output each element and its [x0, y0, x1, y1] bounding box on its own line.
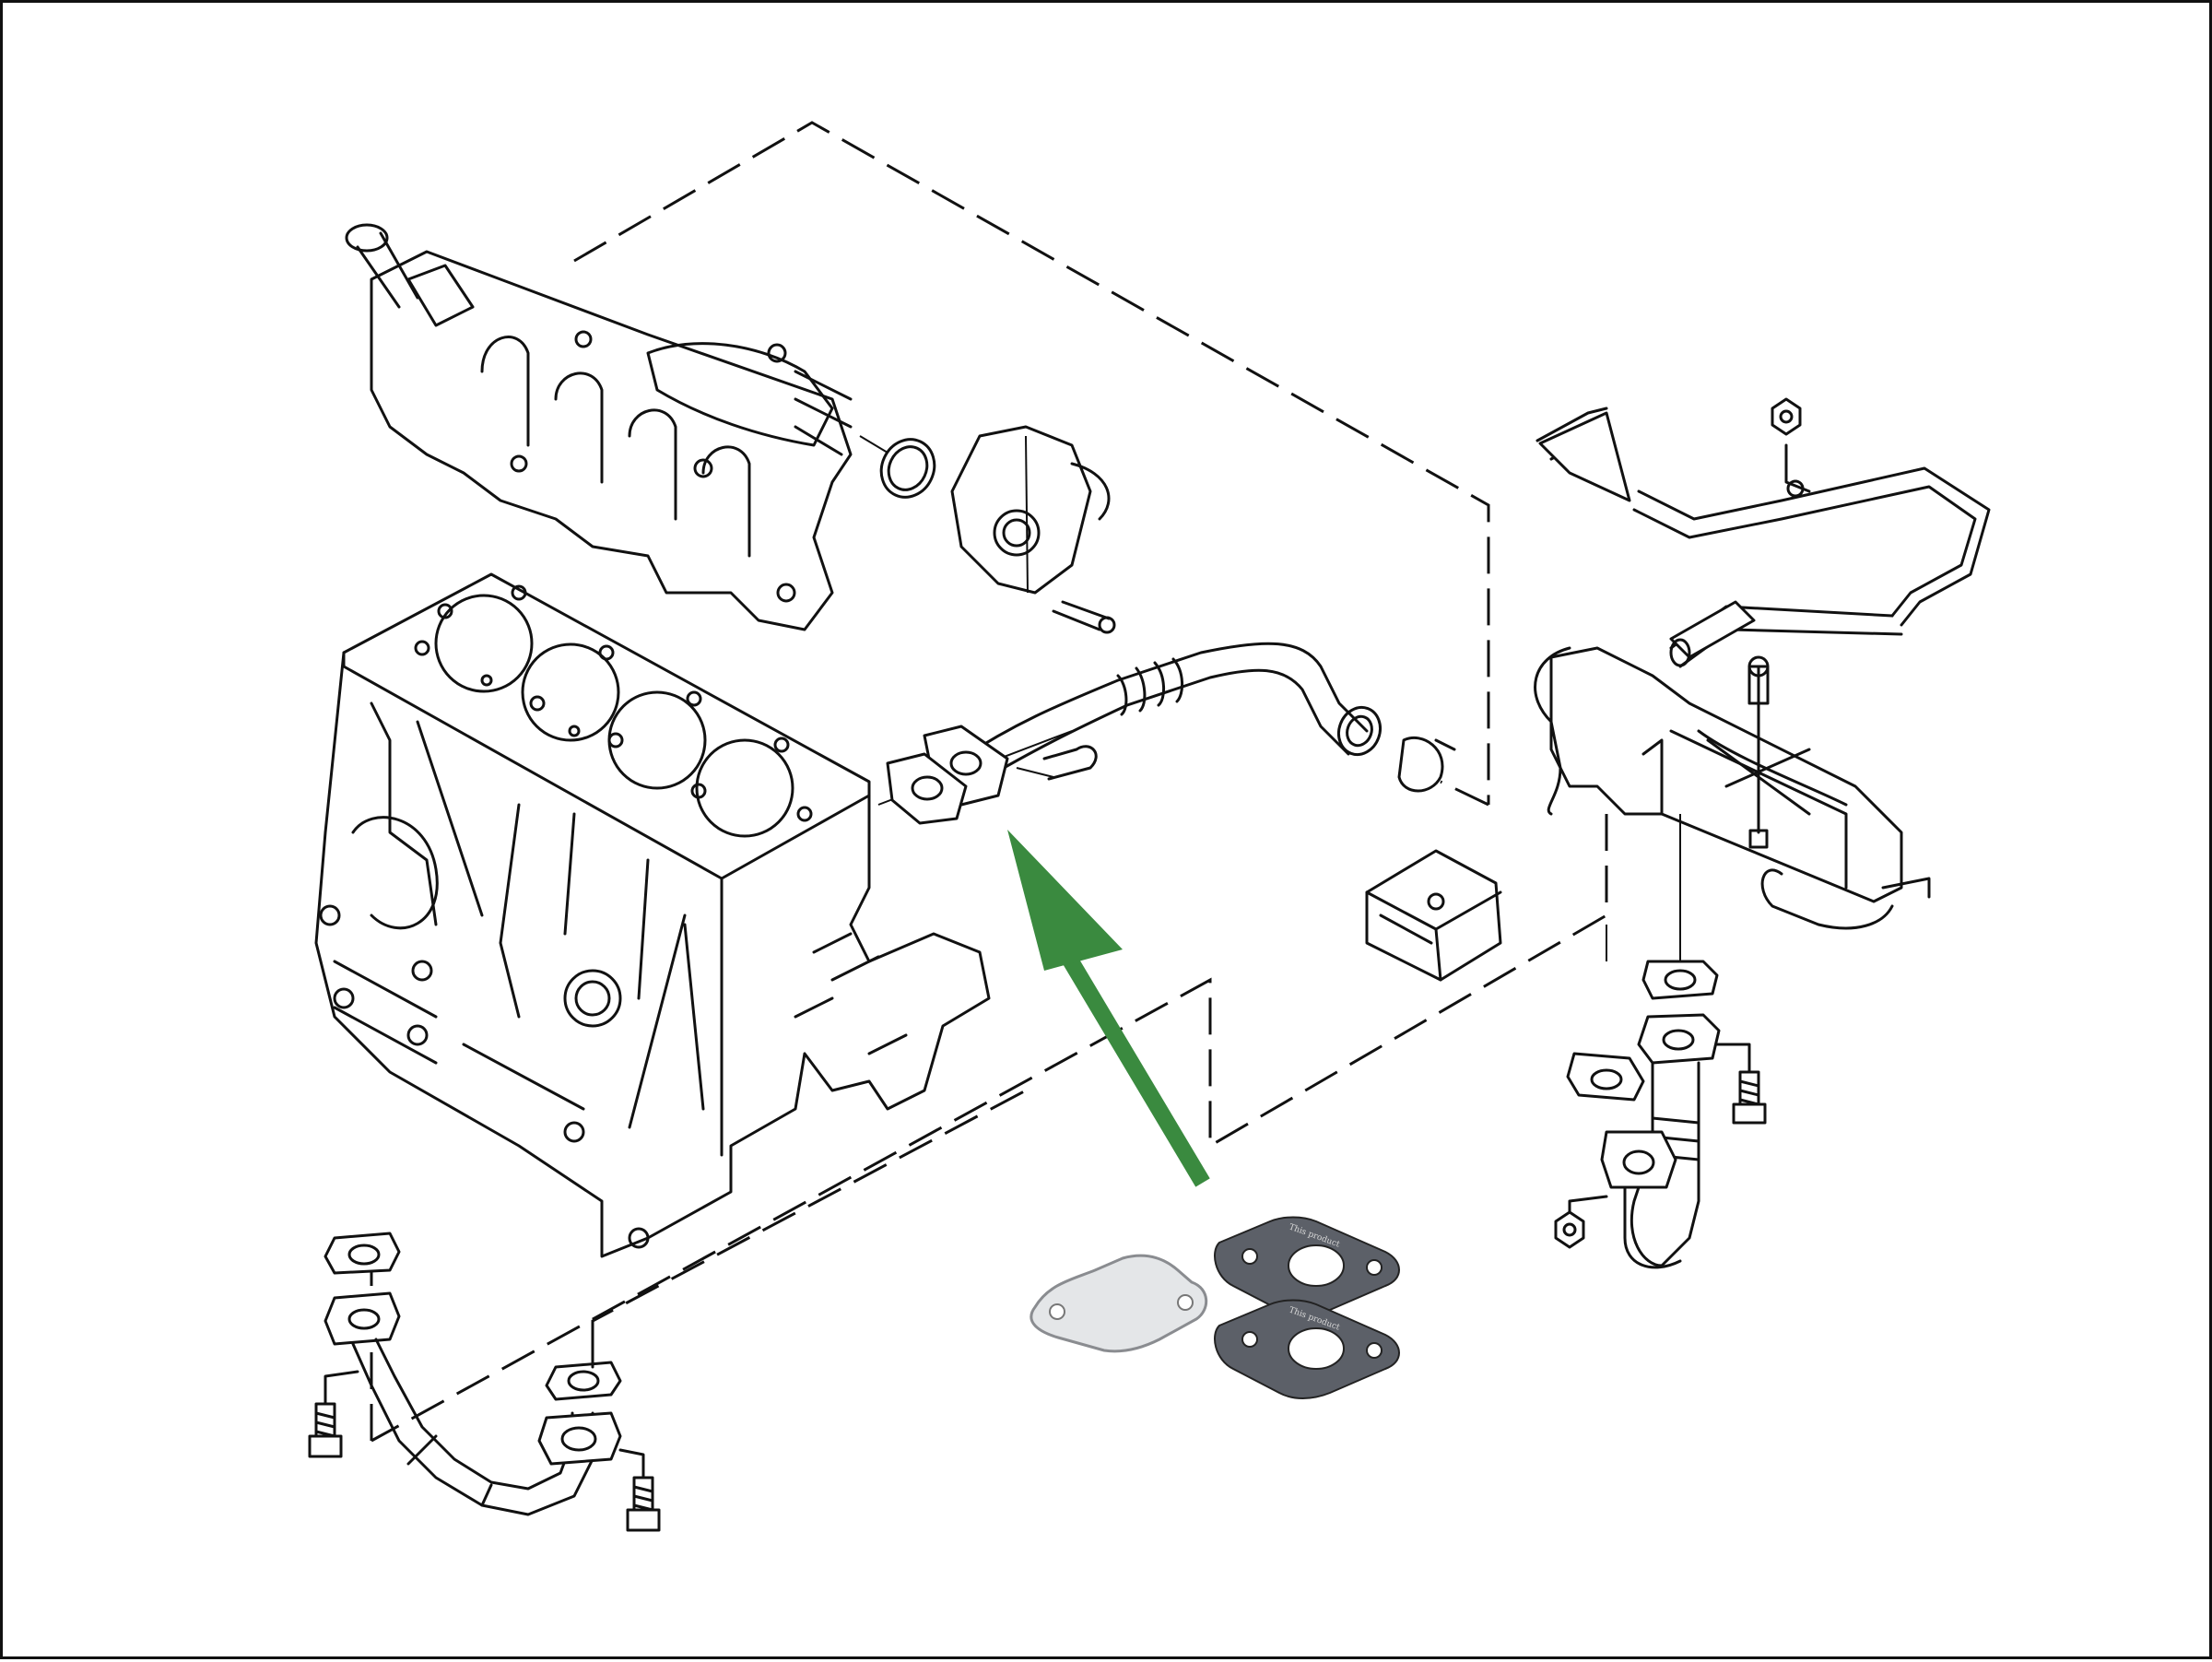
throttle-body — [859, 425, 1116, 634]
diagram-svg: This product This product — [308, 121, 1991, 1532]
left-pipe-assembly — [308, 1232, 661, 1532]
egr-pipe — [886, 642, 1456, 825]
intake-manifold — [345, 223, 853, 631]
egr-blanking-plate — [1030, 1254, 1208, 1353]
egr-gaskets: This product This product — [1214, 1216, 1400, 1399]
egr-cooler — [1534, 646, 1931, 930]
vacuum-hose — [1535, 397, 1991, 668]
right-pipe-assembly — [1554, 814, 1767, 1269]
engine-block — [314, 572, 991, 1258]
heat-shield-bracket — [1365, 849, 1502, 982]
green-arrow — [1007, 830, 1210, 1187]
